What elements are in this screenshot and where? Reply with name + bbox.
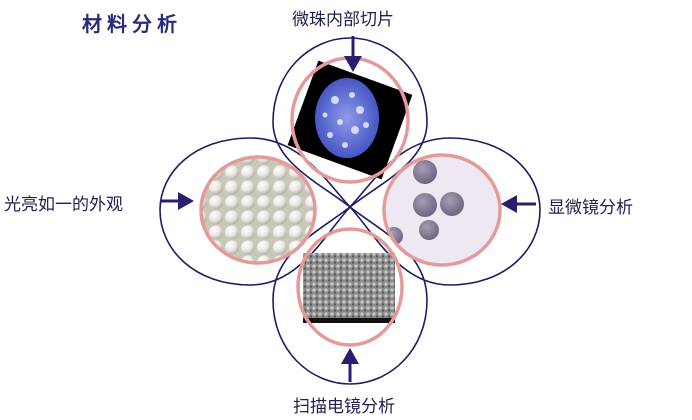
ring-bottom <box>296 227 404 347</box>
glossy-beads-image <box>202 158 314 262</box>
label-bead-cross-section: 微珠内部切片 <box>292 10 394 30</box>
arrow-down-icon <box>344 36 362 72</box>
petal-top-outline <box>272 37 428 209</box>
label-glossy-appearance: 光亮如一的外观 <box>4 195 123 215</box>
arrow-up-icon <box>341 348 359 382</box>
petal-left-outline <box>159 137 352 286</box>
sem-image <box>303 253 395 323</box>
label-sem-analysis: 扫描电镜分析 <box>293 397 395 417</box>
label-microscope-analysis: 显微镜分析 <box>548 198 633 218</box>
ring-left <box>199 155 317 265</box>
petal-bottom-outline <box>272 205 428 385</box>
diagram-title: 材料分析 <box>82 12 182 36</box>
petal-right-outline <box>348 137 541 286</box>
ring-right <box>382 153 502 267</box>
microscope-image <box>386 156 498 264</box>
arrow-left-icon <box>501 195 536 213</box>
cross-section-image <box>287 60 413 180</box>
arrow-right-icon <box>160 192 194 210</box>
